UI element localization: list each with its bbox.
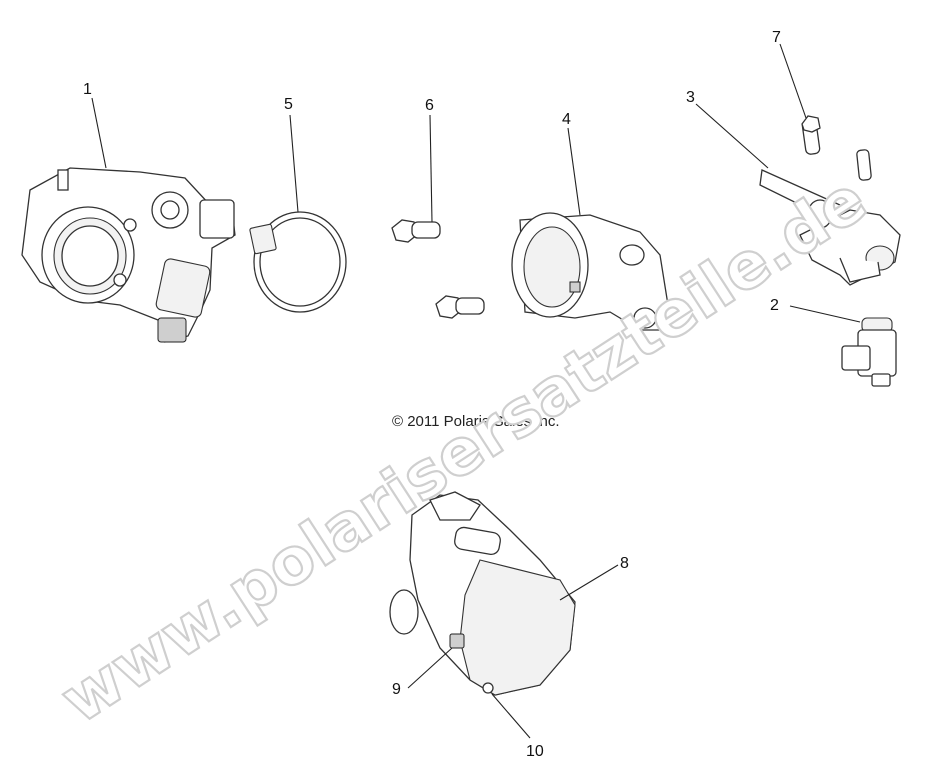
callout-labels: 1 5 6 4 3 7 2 8 9 10 [83,29,781,760]
part-1-throttle-body [21,167,236,343]
part-2-fuel-injector [841,317,897,387]
callout-1: 1 [83,81,92,98]
leader-lines [91,43,861,739]
part-7-bolts [801,115,872,181]
callout-4: 4 [562,111,571,128]
copyright-text: © 2011 Polaris Sales Inc. [392,413,560,430]
callout-7: 7 [772,29,781,46]
callout-8: 8 [620,555,629,572]
part-8-throttle-motor [389,491,576,696]
part-6-bolts [391,219,485,319]
callout-9: 9 [392,681,401,698]
callout-10: 10 [526,743,544,760]
callout-6: 6 [425,97,434,114]
part-4-intake-boot [511,212,669,331]
part-3-fuel-rail [759,169,901,286]
callout-2: 2 [770,297,779,314]
part-5-hose-clamp [249,211,347,313]
callout-3: 3 [686,89,695,106]
callout-5: 5 [284,96,293,113]
